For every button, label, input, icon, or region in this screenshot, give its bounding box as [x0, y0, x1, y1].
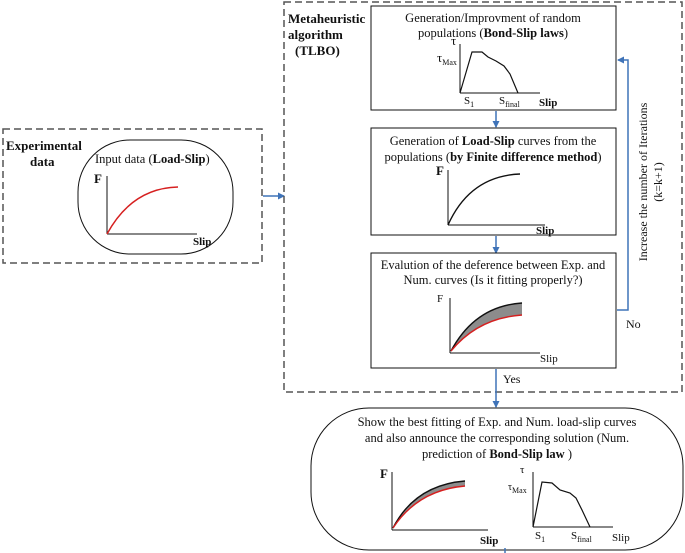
gen-y-label: τ — [451, 33, 456, 48]
result-exp-curve — [392, 485, 466, 529]
input-data-label: Input data (Load-Slip) — [95, 152, 210, 166]
result-s1-label: S1 — [535, 530, 545, 544]
gen-sfinal-label: Sfinal — [499, 95, 521, 109]
eval-exp-curve — [450, 314, 523, 352]
result-line2: and also announce the corresponding solu… — [365, 431, 629, 445]
input-exp-curve — [106, 186, 179, 235]
step-evaluation-line1: Evalution of the deference between Exp. … — [381, 258, 606, 272]
yes-label: Yes — [503, 372, 521, 386]
algorithm-title-line1: Metaheuristic — [288, 11, 365, 26]
result-sfinal-label: Sfinal — [571, 530, 593, 544]
curves-x-label: Slip — [536, 225, 554, 237]
loop-no-arrow — [617, 56, 629, 311]
loop-no-label: No — [626, 317, 641, 331]
step-curves-box — [370, 127, 617, 236]
input-x-label: Slip — [193, 236, 211, 248]
eval-y-label: F — [437, 293, 443, 305]
result-f-label: F — [380, 466, 388, 481]
result-slip-label2: Slip — [612, 532, 630, 544]
loop-label-line2: (k=k+1) — [651, 162, 665, 202]
step-curves-line1: Generation of Load-Slip curves from the — [390, 134, 597, 148]
curves-y-label: F — [436, 163, 444, 178]
result-line3: prediction of Bond-Slip law ) — [422, 447, 572, 461]
algorithm-frame — [283, 1, 683, 393]
gen-y-max: τMax — [437, 50, 457, 67]
eval-gap-area — [451, 303, 522, 351]
result-tau-max: τMax — [508, 482, 527, 495]
result-slip-label: Slip — [480, 535, 498, 547]
result-node — [310, 407, 684, 551]
result-line1: Show the best fitting of Exp. and Num. l… — [358, 415, 637, 429]
result-num-curve — [392, 480, 466, 529]
gen-bond-slip-law — [459, 51, 519, 94]
gen-x-label: Slip — [539, 97, 557, 109]
experimental-data-frame — [2, 128, 263, 264]
result-tau-label: τ — [520, 464, 525, 476]
experimental-title-line2: data — [30, 154, 55, 169]
eval-x-label: Slip — [540, 353, 558, 365]
loop-label-line1: Increase the number of Iterations — [636, 102, 650, 261]
step-curves-line2: populations (by Finite difference method… — [384, 150, 601, 164]
step-generation-line2: populations (Bond-Slip laws) — [418, 26, 568, 40]
curves-num-curve — [447, 173, 521, 226]
algorithm-title-line2: algorithm — [288, 27, 343, 42]
input-y-label: F — [94, 171, 102, 186]
result-bond-slip-law — [532, 481, 591, 528]
step-generation-box — [370, 5, 617, 111]
input-data-node — [77, 139, 234, 255]
algorithm-title-line3: (TLBO) — [295, 43, 340, 58]
step-evaluation-line2: Num. curves (Is it fitting properly?) — [403, 273, 582, 287]
gen-s1-label: S1 — [464, 95, 474, 109]
experimental-title-line1: Experimental — [6, 138, 82, 153]
result-gap-area — [393, 481, 465, 528]
eval-num-curve — [450, 302, 523, 352]
step-generation-line1: Generation/Improvment of random — [405, 11, 581, 25]
